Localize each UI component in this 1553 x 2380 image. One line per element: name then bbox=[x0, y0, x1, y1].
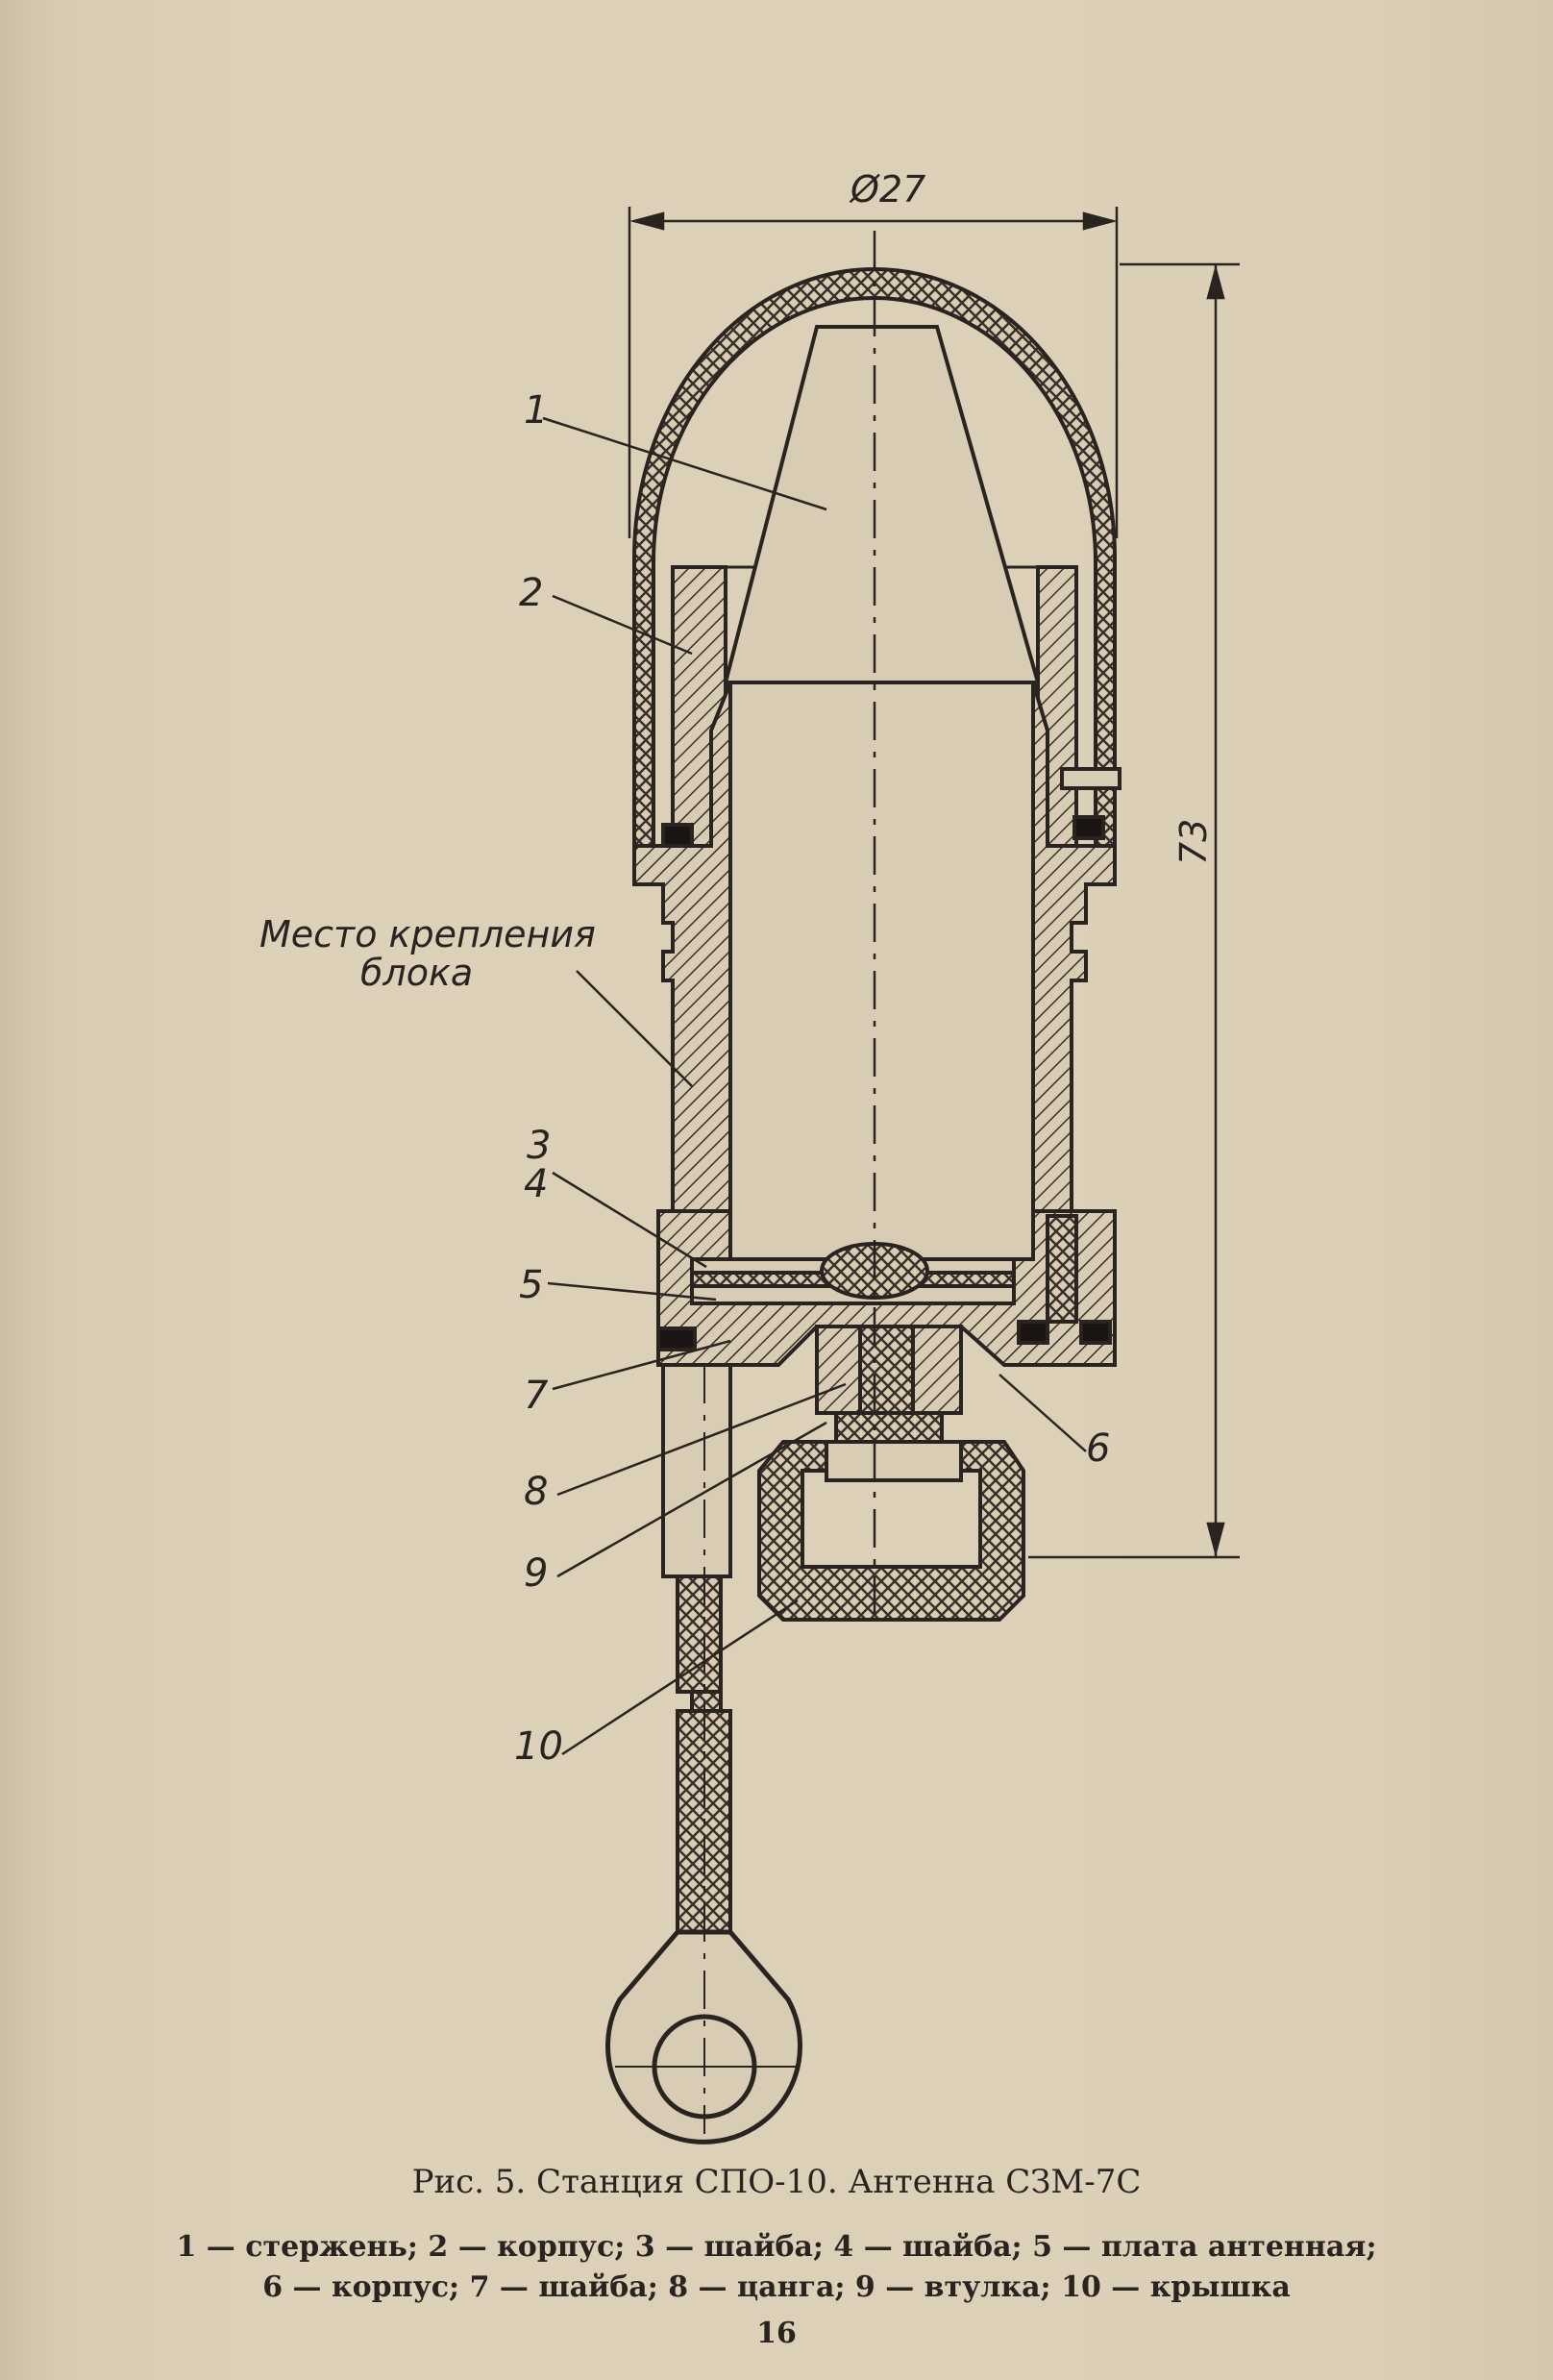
side-screw bbox=[1046, 1214, 1078, 1324]
callout-10: 10 bbox=[514, 1724, 563, 1769]
mount-label-line1: Место крепления bbox=[259, 913, 596, 955]
callout-9: 9 bbox=[524, 1551, 548, 1596]
callout-3: 3 bbox=[527, 1124, 551, 1168]
body-right-wall bbox=[1031, 682, 1117, 1213]
rod-cone bbox=[723, 325, 1041, 684]
cable-lower bbox=[690, 1690, 723, 1713]
antenna-geometry bbox=[605, 231, 1122, 2144]
pin-upper-right bbox=[1060, 767, 1122, 790]
o-ring-lower-left bbox=[656, 1326, 697, 1351]
o-ring-lower-right-1 bbox=[1017, 1320, 1049, 1345]
page-number: 16 bbox=[756, 2317, 797, 2350]
callout-5: 5 bbox=[519, 1263, 543, 1307]
legend-line-1: 1 — стержень; 2 — корпус; 3 — шайба; 4 —… bbox=[176, 2230, 1377, 2264]
cap-inner bbox=[825, 1440, 963, 1482]
leader-lines bbox=[542, 416, 1087, 1756]
cable-upper bbox=[661, 1363, 732, 1578]
body-left-wall bbox=[632, 682, 732, 1213]
callout-6: 6 bbox=[1086, 1426, 1110, 1471]
cover-dome bbox=[632, 267, 1117, 848]
o-ring-upper-right bbox=[1072, 815, 1105, 840]
callout-8: 8 bbox=[524, 1470, 548, 1514]
callout-1: 1 bbox=[524, 388, 548, 433]
callout-2: 2 bbox=[519, 571, 543, 615]
diameter-dimension: Ø27 bbox=[849, 168, 925, 211]
figure-caption: Рис. 5. Станция СПО-10. Антенна СЗМ-7С bbox=[411, 2163, 1142, 2201]
dimension-lines bbox=[628, 207, 1240, 1559]
inner-cylinder bbox=[728, 681, 1035, 1261]
o-ring-upper-left bbox=[661, 823, 694, 848]
callout-7: 7 bbox=[524, 1374, 549, 1418]
height-dimension: 73 bbox=[1172, 819, 1215, 865]
legend-line-2: 6 — корпус; 7 — шайба; 8 — цанга; 9 — вт… bbox=[262, 2270, 1291, 2304]
callout-4: 4 bbox=[524, 1162, 548, 1206]
mount-label-line2: блока bbox=[360, 952, 473, 994]
o-ring-lower-right-2 bbox=[1079, 1320, 1112, 1345]
